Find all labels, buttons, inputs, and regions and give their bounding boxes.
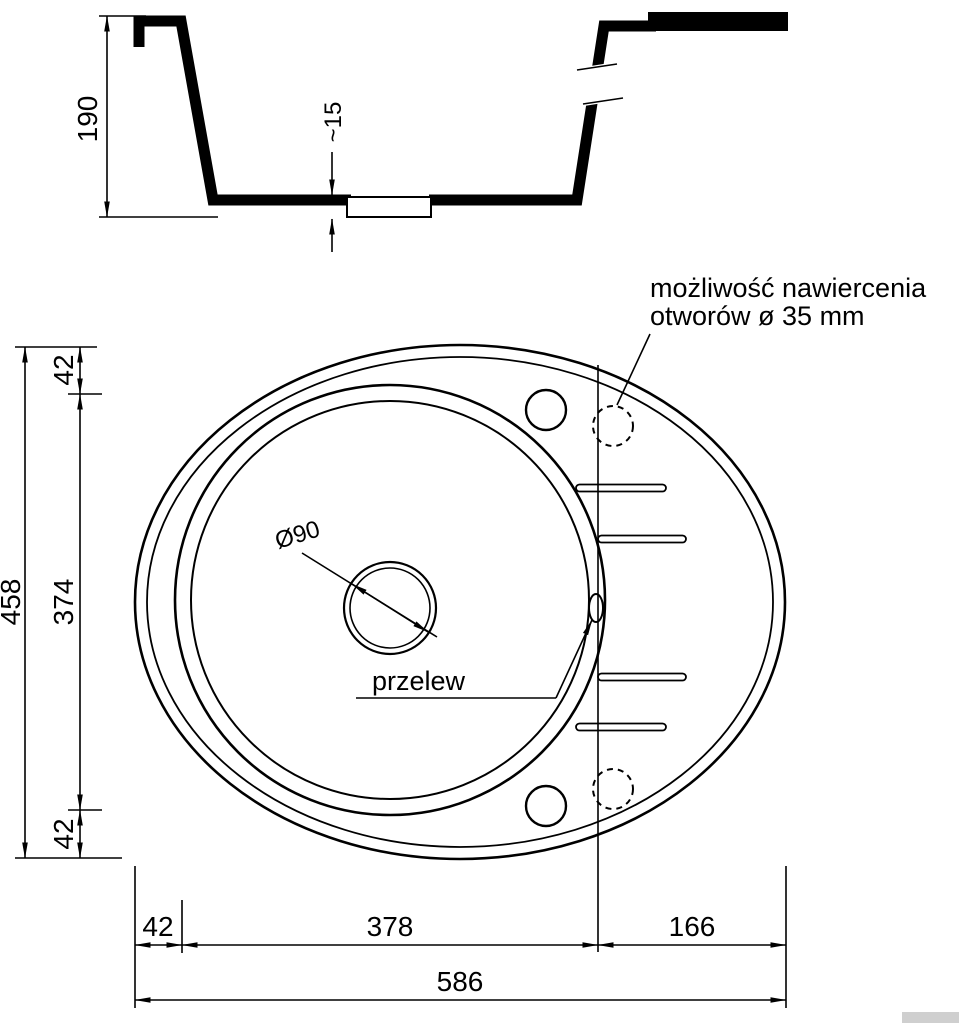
section-drain-recess xyxy=(346,196,432,218)
overflow-label: przelew xyxy=(372,666,466,696)
dim-total-height-label: 458 xyxy=(0,579,26,626)
drainer-groove xyxy=(597,534,687,544)
section-faucet-deck xyxy=(648,12,788,31)
sink-outer-outline xyxy=(133,343,787,861)
dim-depth-label: 190 xyxy=(72,96,103,143)
section-left-wall xyxy=(133,15,351,206)
overflow-annotation: przelew xyxy=(356,619,593,699)
drainer-groove xyxy=(575,722,667,732)
dim-bowl-height-label: 374 xyxy=(48,579,79,626)
drain-diameter-annotation: Ø90 xyxy=(272,516,438,638)
sink-inner-outline xyxy=(146,356,774,848)
section-right-wall xyxy=(429,20,656,206)
left-dimensions: 458 42 374 42 xyxy=(0,346,122,859)
drainer-groove xyxy=(575,483,667,493)
top-view: możliwość nawiercenia otworów ø 35 mm pr… xyxy=(0,273,927,1008)
drill-note-line1: możliwość nawiercenia xyxy=(650,273,927,303)
diameter-arrow xyxy=(389,607,429,633)
dim-total-width-label: 586 xyxy=(437,966,484,997)
dim-drainer-width-label: 166 xyxy=(669,911,716,942)
bottom-dimensions: 42 378 166 586 xyxy=(134,866,787,1008)
dim-bowl-width-label: 378 xyxy=(367,911,414,942)
drill-hole-dashed-bottom xyxy=(592,768,634,810)
corner-artifact xyxy=(902,1012,959,1023)
drainer-groove xyxy=(597,672,687,682)
dim-left-offset-label: 42 xyxy=(142,911,173,942)
wall-break-line xyxy=(582,97,624,105)
bowl-outer-circle xyxy=(173,383,607,817)
drill-note: możliwość nawiercenia otworów ø 35 mm xyxy=(616,273,927,406)
faucet-hole-bottom xyxy=(524,784,568,828)
dim-recess-label: ~15 xyxy=(320,102,347,143)
drain-outer-circle xyxy=(342,560,438,656)
dim-depth: 190 xyxy=(72,15,218,218)
dim-recess-depth: ~15 xyxy=(320,102,347,252)
drill-note-line2: otworów ø 35 mm xyxy=(650,301,865,331)
wall-break-mark xyxy=(578,62,622,106)
leader-line xyxy=(555,619,593,699)
drain-inner-circle xyxy=(349,567,431,649)
faucet-hole-top xyxy=(524,388,568,432)
bowl-inner-circle xyxy=(190,400,590,800)
drain-diameter-label: Ø90 xyxy=(272,516,323,555)
diameter-arrow xyxy=(351,583,391,609)
overflow-mark xyxy=(588,593,604,623)
dim-bottom-offset-label: 42 xyxy=(48,818,79,849)
drill-hole-dashed-top xyxy=(592,405,634,447)
cross-section-view: 190 ~15 xyxy=(72,12,788,252)
leader-line xyxy=(616,333,651,406)
wall-break-line xyxy=(576,63,618,71)
dim-top-offset-label: 42 xyxy=(48,354,79,385)
